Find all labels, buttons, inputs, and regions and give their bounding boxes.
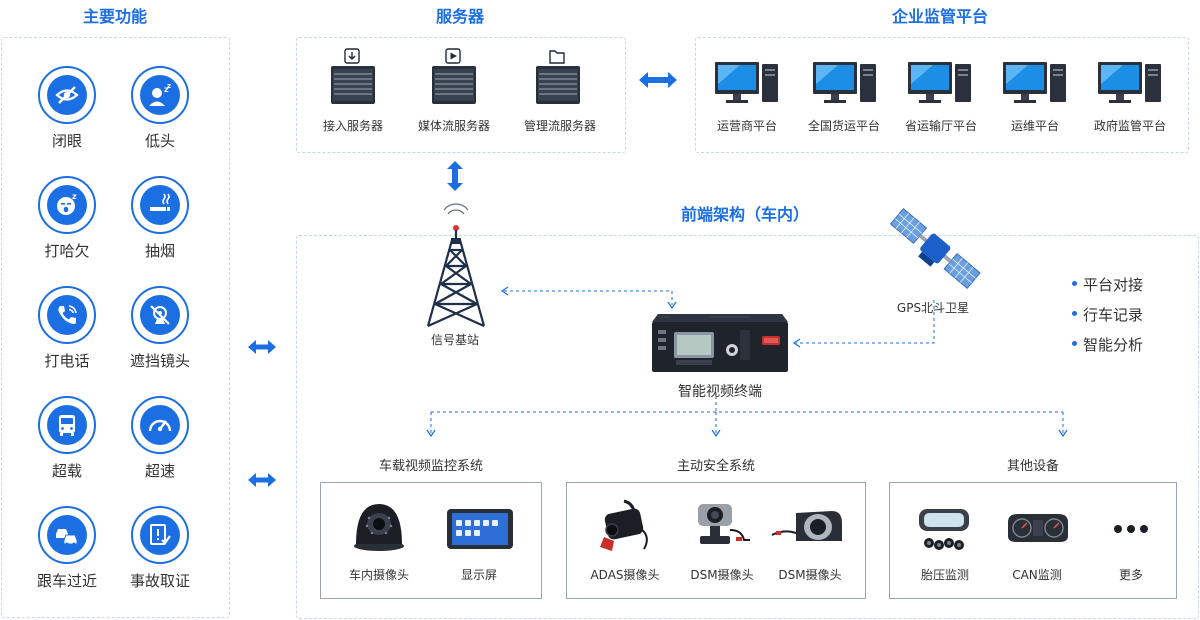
server-label: 管理流服务器 <box>523 119 596 133</box>
feature-speeding: 超速 <box>120 396 200 481</box>
platform-computer-icon <box>1098 62 1161 103</box>
feature-yawn: z 打哈欠 <box>27 176 107 261</box>
feature-eye-closed: 闭眼 <box>27 66 107 151</box>
satellite-icon <box>889 207 981 289</box>
platform-title: 企业监管平台 <box>891 7 988 26</box>
terminal-label: 智能视频终端 <box>678 384 762 400</box>
dsm-camera-icon <box>698 504 750 544</box>
device-label: 车内摄像头 <box>348 568 409 582</box>
system-title: 主动安全系统 <box>676 459 755 474</box>
device-label: CAN监测 <box>1012 568 1062 582</box>
media-server-icon <box>432 48 476 104</box>
dashed-connectors <box>426 286 1068 438</box>
feature-accident-evidence: 事故取证 <box>120 506 200 591</box>
device-label: DSM摄像头 <box>778 568 842 582</box>
display-screen-icon <box>447 509 513 549</box>
system-title: 其他设备 <box>1006 459 1059 474</box>
svg-text:z: z <box>72 192 77 201</box>
speedometer-icon <box>148 419 172 432</box>
platform-label: 省运输厅平台 <box>904 119 977 133</box>
system-title: 车载视频监控系统 <box>378 459 483 474</box>
device-label: 更多 <box>1118 568 1143 582</box>
servers-title: 服务器 <box>435 7 484 26</box>
device-label: 显示屏 <box>460 568 497 582</box>
adas-camera-icon <box>600 499 648 551</box>
evidence-icon <box>150 524 171 545</box>
feature-smoking: 抽烟 <box>120 176 200 261</box>
server-label: 接入服务器 <box>322 119 383 133</box>
dome-camera-icon <box>354 504 404 551</box>
cars-close-icon <box>56 529 78 546</box>
horizontal-double-arrow-icon <box>248 473 276 487</box>
can-monitor-icon <box>1008 514 1068 542</box>
phone-call-icon <box>58 305 77 324</box>
server-label: 媒体流服务器 <box>417 119 490 133</box>
feature-overload: 超载 <box>27 396 107 481</box>
platform-label: 全国货运平台 <box>807 119 880 133</box>
platform-label: 运维平台 <box>1010 119 1059 133</box>
cigarette-icon <box>150 193 170 211</box>
list-item: 智能分析 <box>1072 330 1143 360</box>
features-panel <box>1 37 230 618</box>
feature-tailgating: 跟车过近 <box>27 506 107 591</box>
vertical-double-arrow-icon <box>447 161 463 191</box>
svg-text:z: z <box>164 85 169 94</box>
video-terminal-icon <box>652 314 788 372</box>
svg-text:z: z <box>167 82 171 90</box>
platform-computer-icon <box>813 62 876 103</box>
capability-list: 平台对接 行车记录 智能分析 <box>1072 270 1143 360</box>
signal-tower-icon <box>426 203 486 328</box>
frontend-title: 前端架构（车内） <box>680 205 809 224</box>
bus-icon <box>59 415 75 436</box>
platform-computer-icon <box>908 62 971 103</box>
management-server-icon <box>536 50 580 104</box>
list-item: 平台对接 <box>1072 270 1143 300</box>
dsm-camera-icon <box>771 511 842 541</box>
feature-camera-blocked: 遮挡镜头 <box>120 286 200 371</box>
access-server-icon <box>331 48 375 104</box>
platform-label: 政府监管平台 <box>1093 119 1166 133</box>
more-dots-icon <box>1114 525 1148 533</box>
device-label: DSM摄像头 <box>690 568 754 582</box>
platform-label: 运营商平台 <box>716 119 777 133</box>
features-title: 主要功能 <box>82 7 147 26</box>
yawn-face-icon: z <box>57 192 77 215</box>
device-label: 胎压监测 <box>920 568 969 582</box>
platform-computer-icon <box>1003 62 1066 103</box>
tire-pressure-monitor-icon <box>919 509 969 550</box>
platform-computer-icon <box>715 62 778 103</box>
satellite-label: GPS北斗卫星 <box>896 301 970 315</box>
head-down-sleep-icon: zz <box>149 82 171 106</box>
camera-blocked-icon <box>150 305 170 325</box>
feature-phone: 打电话 <box>27 286 107 371</box>
eye-closed-icon <box>55 86 79 104</box>
horizontal-double-arrow-icon <box>639 72 677 88</box>
list-item: 行车记录 <box>1072 300 1143 330</box>
tower-label: 信号基站 <box>430 333 479 347</box>
horizontal-double-arrow-icon <box>248 340 276 354</box>
device-label: ADAS摄像头 <box>590 568 660 582</box>
